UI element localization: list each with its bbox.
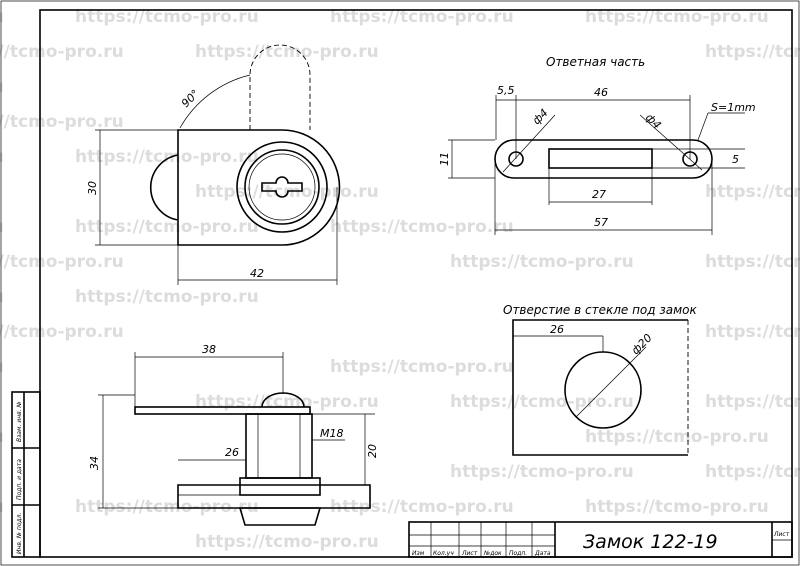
watermark-text: https://tcmo-pro.ru: [705, 252, 800, 272]
dim-side-offset: 26: [225, 446, 239, 459]
dim-hole-left: ф4: [530, 106, 551, 127]
watermark-text: https://tcmo-pro.ru: [0, 287, 4, 307]
title-block: Изм Кол.уч Лист №док Подп. Дата Замок 12…: [408, 521, 793, 558]
dim-front-height: 30: [86, 181, 99, 195]
watermark-layer: https://tcmo-pro.ru https://tcmo-pro.ru ht…: [0, 7, 800, 552]
col-list: Лист: [461, 550, 478, 557]
watermark-text: https://tcmo-pro.ru: [0, 322, 124, 342]
watermark-text: https://tcmo-pro.ru: [705, 462, 800, 482]
watermark-text: https://tcmo-pro.ru: [330, 7, 514, 27]
col-ndok: №док: [483, 550, 502, 557]
watermark-text: https://tcmo-pro.ru: [0, 357, 4, 377]
glass-hole-title: Отверстие в стекле под замок: [503, 303, 697, 317]
sheet-label: Лист: [773, 531, 790, 538]
watermark-text: https://tcmo-pro.ru: [0, 497, 4, 517]
dim-slot-height: 5: [732, 153, 739, 166]
watermark-text: https://tcmo-pro.ru: [75, 7, 259, 27]
watermark-text: https://tcmo-pro.ru: [75, 217, 259, 237]
col-data: Дата: [534, 550, 551, 557]
side-label-replace: Взам. инв. №: [16, 401, 23, 442]
dim-glass-offset: 26: [550, 323, 564, 336]
watermark-text: https://tcmo-pro.ru: [0, 112, 124, 132]
side-strip: Взам. инв. № Подп. и дата Инв. № подл.: [11, 391, 41, 558]
watermark-text: https://tcmo-pro.ru: [75, 497, 259, 517]
watermark-text: https://tcmo-pro.ru: [0, 217, 4, 237]
dim-holes: 46: [594, 86, 608, 99]
side-label-inv: Инв. № подл.: [16, 513, 23, 554]
watermark-text: https://tcmo-pro.ru: [585, 7, 769, 27]
dim-thread: M18: [320, 427, 344, 440]
watermark-text: https://tcmo-pro.ru: [705, 322, 800, 342]
glass-hole-view: Отверстие в стекле под замок 26 ф20: [503, 303, 697, 456]
dim-lever: 38: [202, 343, 216, 356]
col-kolch: Кол.уч: [433, 550, 454, 557]
watermark-text: https://tcmo-pro.ru: [330, 357, 514, 377]
watermark-text: https://tcmo-pro.ru: [0, 42, 124, 62]
drawing-frame: [39, 9, 793, 558]
watermark-text: https://tcmo-pro.ru: [450, 252, 634, 272]
dim-edge: 5,5: [497, 84, 515, 97]
watermark-text: https://tcmo-pro.ru: [450, 462, 634, 482]
watermark-text: https://tcmo-pro.ru: [0, 7, 4, 27]
watermark-text: https://tcmo-pro.ru: [75, 287, 259, 307]
strike-plate-title: Ответная часть: [546, 55, 645, 69]
front-view: 90° 30 42: [86, 44, 341, 285]
watermark-text: https://tcmo-pro.ru: [195, 182, 379, 202]
watermark-text: https://tcmo-pro.ru: [75, 147, 259, 167]
watermark-text: https://tcmo-pro.ru: [330, 497, 514, 517]
watermark-text: https://tcmo-pro.ru: [330, 217, 514, 237]
watermark-text: https://tcmo-pro.ru: [0, 427, 4, 447]
watermark-text: https://tcmo-pro.ru: [585, 427, 769, 447]
watermark-text: https://tcmo-pro.ru: [705, 392, 800, 412]
dim-glass-diameter: ф20: [629, 331, 655, 357]
watermark-text: https://tcmo-pro.ru: [195, 42, 379, 62]
watermark-text: https://tcmo-pro.ru: [195, 532, 379, 552]
strike-plate-view: Ответная часть 5,5 46 ф4 ф4 S=1mm 11 5 2…: [438, 55, 756, 235]
dim-plate-height: 11: [438, 152, 451, 166]
dim-hole-right: ф4: [643, 111, 664, 132]
watermark-text: https://tcmo-pro.ru: [0, 147, 4, 167]
dim-front-width: 42: [250, 267, 264, 280]
dim-body: 20: [366, 444, 379, 458]
watermark-text: https://tcmo-pro.ru: [0, 77, 4, 97]
drawing-title: Замок 122-19: [583, 531, 718, 553]
watermark-text: https://tcmo-pro.ru: [705, 182, 800, 202]
col-izm: Изм: [412, 550, 425, 557]
dim-total: 57: [594, 216, 608, 229]
watermark-text: https://tcmo-pro.ru: [585, 497, 769, 517]
side-label-sign: Подп. и дата: [16, 459, 23, 500]
dim-angle: 90°: [179, 87, 202, 110]
watermark-text: https://tcmo-pro.ru: [450, 392, 634, 412]
watermark-text: https://tcmo-pro.ru: [0, 252, 124, 272]
side-view: 38 34 M18 26 20: [88, 343, 379, 526]
thickness-note: S=1mm: [711, 101, 756, 114]
watermark-text: https://tcmo-pro.ru: [195, 392, 379, 412]
dim-side-height: 34: [88, 456, 101, 470]
watermark-text: https://tcmo-pro.ru: [705, 42, 800, 62]
col-podp: Подп.: [509, 550, 527, 557]
dim-slot: 27: [592, 188, 606, 201]
